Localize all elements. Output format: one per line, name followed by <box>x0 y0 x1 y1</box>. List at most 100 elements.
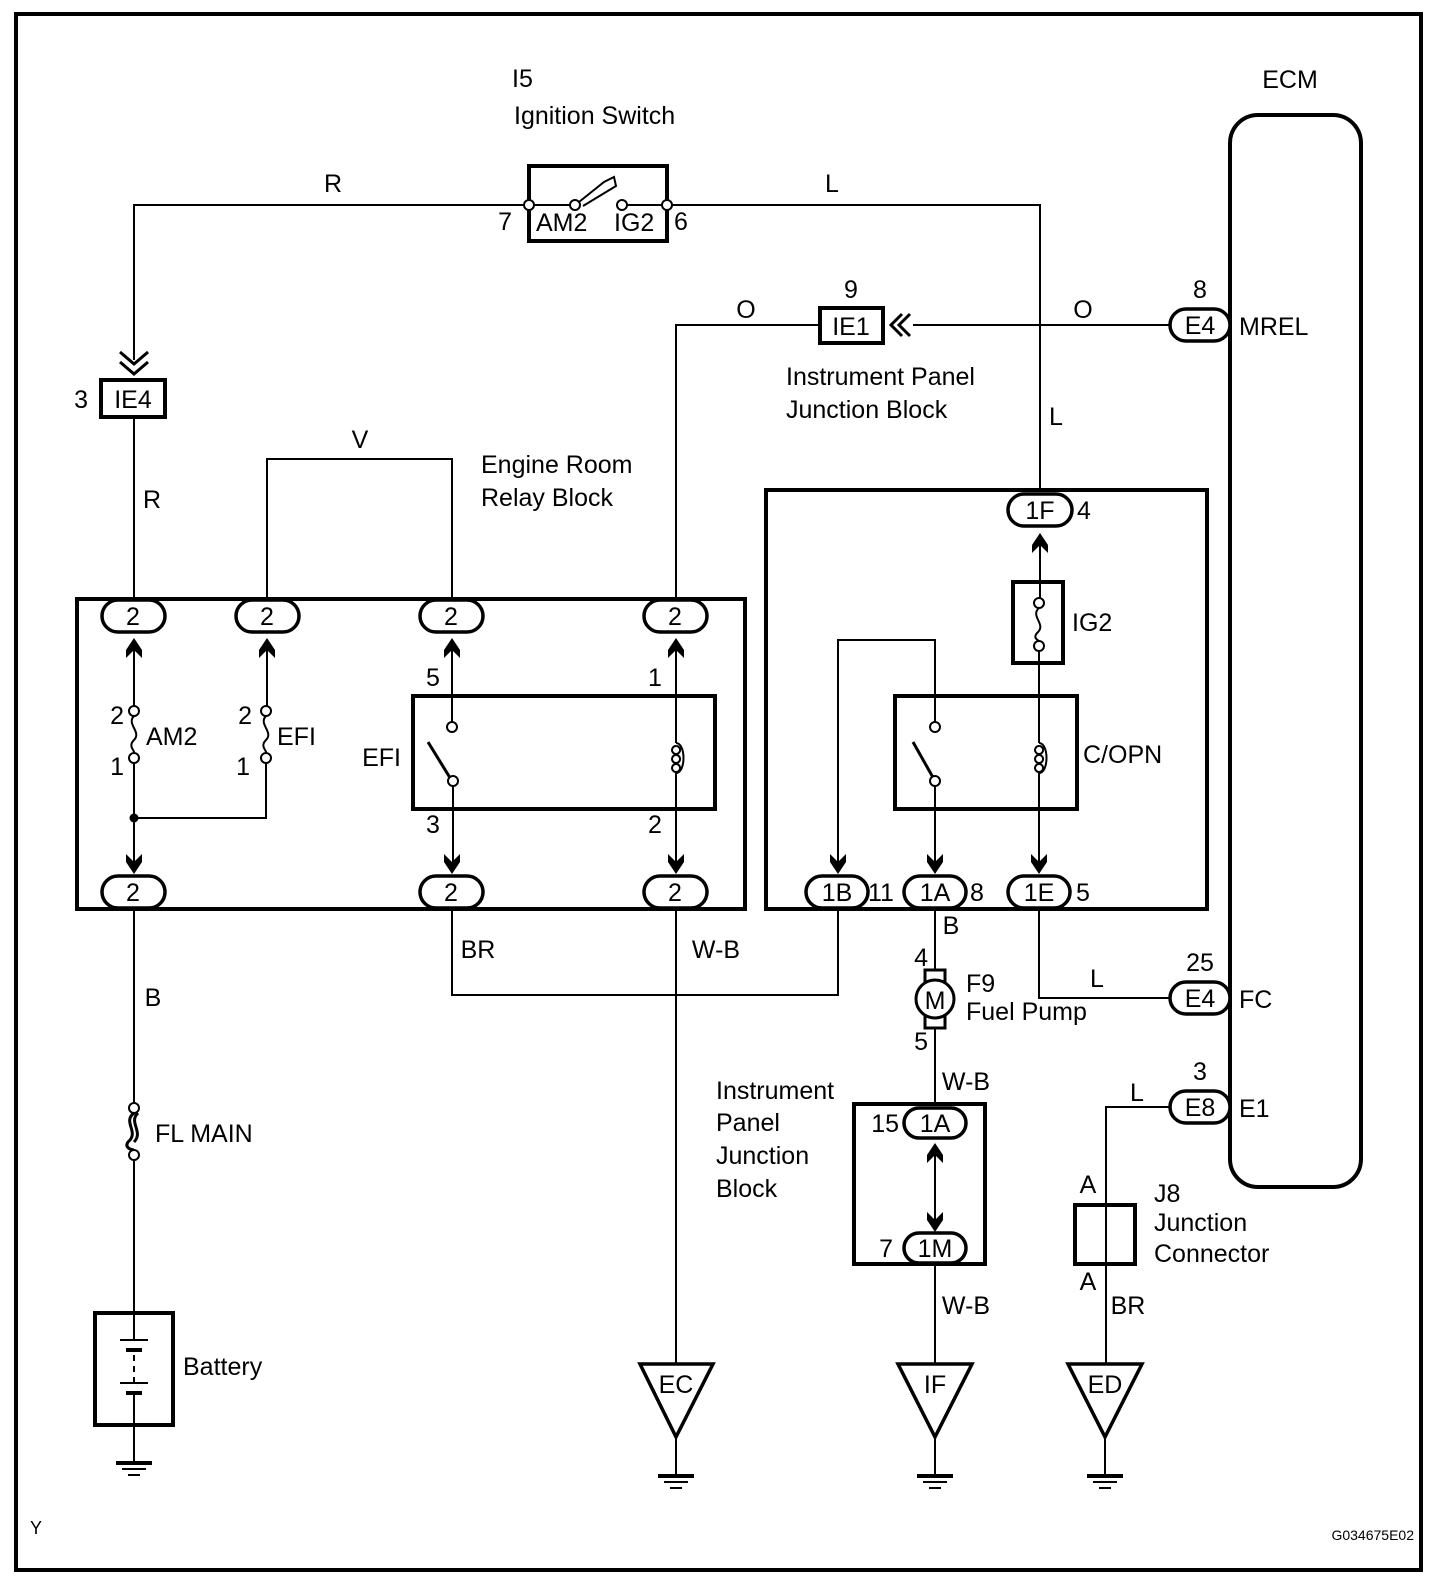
ecm-pin-e1: E8 3 E1 <box>1168 1058 1270 1125</box>
svg-text:E8: E8 <box>1185 1094 1216 1122</box>
connector-ie4: IE4 3 <box>74 350 167 419</box>
connector-ie1-arrow-icon <box>888 312 912 338</box>
connector-ie4-arrow-icon <box>119 350 149 376</box>
relay-block-name-2: Relay Block <box>481 484 613 512</box>
svg-text:3: 3 <box>1193 1058 1207 1086</box>
relay-efi-box <box>411 694 717 811</box>
wire-v-label: V <box>352 426 369 454</box>
wire-l-mid-label: L <box>1049 403 1063 431</box>
ground-point-ec: EC <box>637 1362 716 1489</box>
connector-lower-1m: 1M 7 <box>879 1231 968 1265</box>
connector-1a: 1A 8 <box>902 874 984 910</box>
wire-l-top-label: L <box>825 170 839 198</box>
svg-text:MREL: MREL <box>1239 313 1309 341</box>
wire-l-fc <box>1038 908 1170 999</box>
fusible-link-fl-main: FL MAIN <box>125 1102 253 1161</box>
wire-br-label: BR <box>461 936 496 964</box>
svg-text:2: 2 <box>126 879 140 907</box>
svg-text:5: 5 <box>1076 879 1090 907</box>
relay-block-connector-top-2: 2 <box>234 598 301 634</box>
ip-junction-block-top-name-2: Junction Block <box>786 396 948 424</box>
svg-text:1B: 1B <box>822 879 853 907</box>
ip-junction-block: 1F 4 IG2 C/OPN 1B 11 1A 8 <box>764 488 1209 911</box>
svg-text:15: 15 <box>871 1110 899 1138</box>
connector-ie1-label: IE1 <box>832 313 870 341</box>
fuse-am2-icon <box>130 715 138 753</box>
relay-block-connector-top-4: 2 <box>642 598 709 634</box>
j8-pin-bottom: A <box>1080 1268 1097 1296</box>
corner-code: Y <box>30 1518 42 1538</box>
fuse-efi-pin-bottom: 1 <box>236 753 250 781</box>
switch-pin-6: 6 <box>674 208 688 236</box>
wire-wb-relay-label: W-B <box>692 936 740 964</box>
wire-l-e1 <box>1105 1106 1170 1364</box>
relay-block-connector-bottom-2: 2 <box>418 874 485 910</box>
relay-efi-pin-2: 2 <box>648 811 662 839</box>
fuse-efi-label: EFI <box>277 723 316 751</box>
relay-block-connector-top-1: 2 <box>100 598 167 634</box>
fuse-am2-pin-bottom: 1 <box>110 753 124 781</box>
ignition-switch-name: Ignition Switch <box>514 102 675 130</box>
wire-l-fc-label: L <box>1090 965 1104 993</box>
svg-text:Block: Block <box>716 1175 778 1203</box>
ecm: ECM E4 8 MREL E4 25 FC E8 3 E1 <box>1168 66 1363 1189</box>
ip-junction-block-lower: Instrument Panel Junction Block 1A 15 1M… <box>716 1077 987 1266</box>
relay-efi-pin-5: 5 <box>426 664 440 692</box>
connector-lower-1a: 1A 15 <box>871 1106 968 1140</box>
ignition-switch: I5 Ignition Switch 7 AM2 IG2 6 <box>498 65 688 243</box>
engine-room-relay-block: 2 2 2 2 2 2 2 2 <box>75 597 747 911</box>
svg-text:1M: 1M <box>918 1235 953 1263</box>
svg-text:1F: 1F <box>1025 497 1054 525</box>
svg-text:8: 8 <box>1193 276 1207 304</box>
relay-copn-switch-icon <box>911 741 937 782</box>
svg-text:ED: ED <box>1088 1371 1123 1399</box>
wire-r-mid-label: R <box>143 486 161 514</box>
relay-copn-label: C/OPN <box>1083 741 1162 769</box>
svg-text:2: 2 <box>260 603 274 631</box>
ground-point-ed: ED <box>1065 1362 1145 1489</box>
connector-ie1-pin: 9 <box>844 276 858 304</box>
switch-terminal-6 <box>661 199 673 211</box>
switch-terminal-7 <box>523 199 535 211</box>
wire-wb-pump-label: W-B <box>942 1068 990 1096</box>
svg-text:Panel: Panel <box>716 1109 780 1137</box>
battery-label: Battery <box>183 1353 263 1381</box>
junction-connector-j8: A A J8 Junction Connector <box>1073 1171 1269 1296</box>
svg-text:1A: 1A <box>920 879 951 907</box>
wire-r-top-label: R <box>324 170 342 198</box>
ip-junction-block-top-name-1: Instrument Panel <box>786 363 975 391</box>
svg-text:1E: 1E <box>1024 879 1055 907</box>
wire-br-ground-label: BR <box>1111 1292 1146 1320</box>
svg-text:11: 11 <box>868 879 894 907</box>
ground-symbol-battery <box>116 1425 152 1476</box>
switch-pin-7: 7 <box>498 208 512 236</box>
switch-label-ig2: IG2 <box>614 209 654 237</box>
fuse-efi-icon <box>262 715 270 753</box>
fuse-ig2-label: IG2 <box>1072 609 1112 637</box>
fusible-link-label: FL MAIN <box>155 1120 253 1148</box>
fuse-efi-pin-top: 2 <box>238 702 252 730</box>
fuse-ig2-icon <box>1034 607 1042 642</box>
connector-1f: 1F 4 <box>1006 492 1091 528</box>
relay-block-connector-bottom-1: 2 <box>100 874 167 910</box>
fuel-pump-pin-top: 4 <box>914 944 928 972</box>
wire-o-left-label: O <box>736 296 755 324</box>
wire-b-pump-label: B <box>943 912 960 940</box>
switch-lever-icon <box>578 175 618 207</box>
relay-block-name-1: Engine Room <box>481 451 632 479</box>
wire-l-e1-label: L <box>1130 1079 1144 1107</box>
j8-ref: J8 <box>1154 1180 1180 1208</box>
fusible-link-icon <box>125 1111 140 1152</box>
battery: Battery <box>93 1311 263 1427</box>
ecm-box <box>1228 113 1363 1189</box>
j8-name-2: Connector <box>1154 1240 1269 1268</box>
diagram-frame <box>14 12 1423 1572</box>
ecm-label: ECM <box>1262 66 1318 94</box>
ecm-pin-mrel: E4 8 MREL <box>1168 276 1309 343</box>
svg-text:Junction: Junction <box>716 1142 809 1170</box>
relay-efi-coil-icon <box>671 742 685 774</box>
ignition-switch-ref: I5 <box>512 65 533 93</box>
svg-text:2: 2 <box>444 879 458 907</box>
fuel-pump-pin-bottom: 5 <box>914 1028 928 1056</box>
